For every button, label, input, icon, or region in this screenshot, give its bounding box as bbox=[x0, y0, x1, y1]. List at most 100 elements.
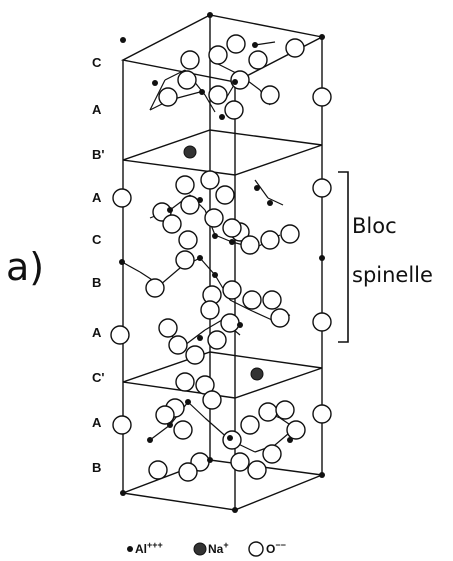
oxygen-atom bbox=[262, 444, 282, 464]
oxygen-atom bbox=[226, 34, 246, 54]
oxygen-atom bbox=[270, 308, 290, 328]
oxygen-atom bbox=[202, 390, 222, 410]
oxygen-atom bbox=[215, 185, 235, 205]
oxygen-atom bbox=[230, 452, 250, 472]
atom-set bbox=[110, 12, 332, 513]
na-legend-icon bbox=[193, 542, 207, 556]
oxygen-atom bbox=[224, 100, 244, 120]
bracket-label-line1: Bloc bbox=[352, 214, 397, 238]
oxygen-atom bbox=[286, 420, 306, 440]
oxygen-atom bbox=[148, 460, 168, 480]
aluminium-atom bbox=[197, 197, 203, 203]
oxygen-atom bbox=[158, 87, 178, 107]
aluminium-atom bbox=[252, 42, 258, 48]
oxygen-atom bbox=[312, 312, 332, 332]
oxygen-atom bbox=[207, 330, 227, 350]
aluminium-atom bbox=[232, 507, 238, 513]
oxygen-atom bbox=[312, 404, 332, 424]
aluminium-atom bbox=[227, 435, 233, 441]
aluminium-atom bbox=[319, 255, 325, 261]
oxygen-atom bbox=[178, 230, 198, 250]
bond bbox=[204, 319, 223, 331]
oxygen-atom bbox=[285, 38, 305, 58]
na-legend-symbol: Na bbox=[208, 542, 224, 556]
layer-label: A bbox=[92, 190, 102, 205]
bond bbox=[159, 267, 181, 286]
oxygen-atom bbox=[173, 420, 193, 440]
bond bbox=[254, 41, 276, 46]
aluminium-atom bbox=[185, 399, 191, 405]
aluminium-atom bbox=[232, 79, 238, 85]
layer-label: C bbox=[92, 55, 102, 70]
aluminium-atom bbox=[219, 114, 225, 120]
aluminium-atom bbox=[319, 472, 325, 478]
na-legend-charge: + bbox=[223, 540, 228, 550]
oxygen-atom bbox=[258, 402, 278, 422]
oxygen-atom bbox=[312, 178, 332, 198]
al-legend-label: Al+++ bbox=[135, 540, 163, 556]
sodium-atom bbox=[183, 145, 197, 159]
o-legend-symbol: O bbox=[266, 542, 275, 556]
aluminium-atom bbox=[120, 37, 126, 43]
aluminium-atom bbox=[197, 335, 203, 341]
oxygen-atom bbox=[200, 300, 220, 320]
na-legend-label: Na+ bbox=[208, 540, 229, 556]
oxygen-atom bbox=[200, 170, 220, 190]
oxygen-atom bbox=[208, 45, 228, 65]
sodium-atom bbox=[250, 367, 264, 381]
layer-label: B bbox=[92, 275, 101, 290]
aluminium-atom bbox=[212, 272, 218, 278]
bond bbox=[184, 329, 206, 346]
aluminium-atom bbox=[287, 437, 293, 443]
bracket-label-line2: spinelle bbox=[352, 263, 433, 287]
oxygen-atom bbox=[280, 224, 300, 244]
aluminium-atom bbox=[147, 437, 153, 443]
bond bbox=[267, 197, 284, 206]
aluminium-atom bbox=[197, 255, 203, 261]
aluminium-atom bbox=[120, 490, 126, 496]
layer-label: B bbox=[92, 460, 101, 475]
oxygen-atom bbox=[112, 188, 132, 208]
oxygen-atom bbox=[240, 415, 260, 435]
bond bbox=[164, 69, 186, 81]
bond bbox=[121, 261, 141, 273]
layer-label: C bbox=[92, 232, 102, 247]
bond bbox=[229, 299, 251, 311]
oxygen-atom bbox=[312, 87, 332, 107]
oxygen-atom bbox=[112, 415, 132, 435]
panel-label: a) bbox=[6, 245, 44, 289]
aluminium-atom bbox=[267, 200, 273, 206]
oxygen-atom bbox=[275, 400, 295, 420]
oxygen-atom bbox=[155, 405, 175, 425]
oxygen-atom bbox=[222, 218, 242, 238]
oxygen-atom bbox=[162, 214, 182, 234]
aluminium-atom bbox=[167, 422, 173, 428]
aluminium-atom bbox=[167, 207, 173, 213]
al-legend-symbol: Al bbox=[135, 542, 147, 556]
oxygen-atom bbox=[208, 85, 228, 105]
oxygen-atom bbox=[180, 50, 200, 70]
cell-outline bbox=[122, 129, 323, 176]
bond bbox=[149, 424, 171, 441]
oxygen-atom bbox=[175, 250, 195, 270]
layer-label: A bbox=[92, 415, 102, 430]
oxygen-atom bbox=[248, 50, 268, 70]
bond bbox=[249, 309, 273, 321]
cell-outline bbox=[122, 351, 323, 399]
bond bbox=[187, 401, 206, 419]
aluminium-atom bbox=[207, 12, 213, 18]
oxygen-atom bbox=[260, 230, 280, 250]
oxygen-atom bbox=[145, 278, 165, 298]
oxygen-atom bbox=[180, 195, 200, 215]
aluminium-atom bbox=[237, 322, 243, 328]
oxygen-atom bbox=[168, 335, 188, 355]
spinel-block-bracket bbox=[338, 171, 349, 343]
oxygen-atom bbox=[204, 208, 224, 228]
al-legend-charge: +++ bbox=[147, 540, 163, 550]
oxygen-atom bbox=[158, 318, 178, 338]
aluminium-atom bbox=[229, 239, 235, 245]
aluminium-atom bbox=[207, 457, 213, 463]
layer-label: A bbox=[92, 102, 102, 117]
